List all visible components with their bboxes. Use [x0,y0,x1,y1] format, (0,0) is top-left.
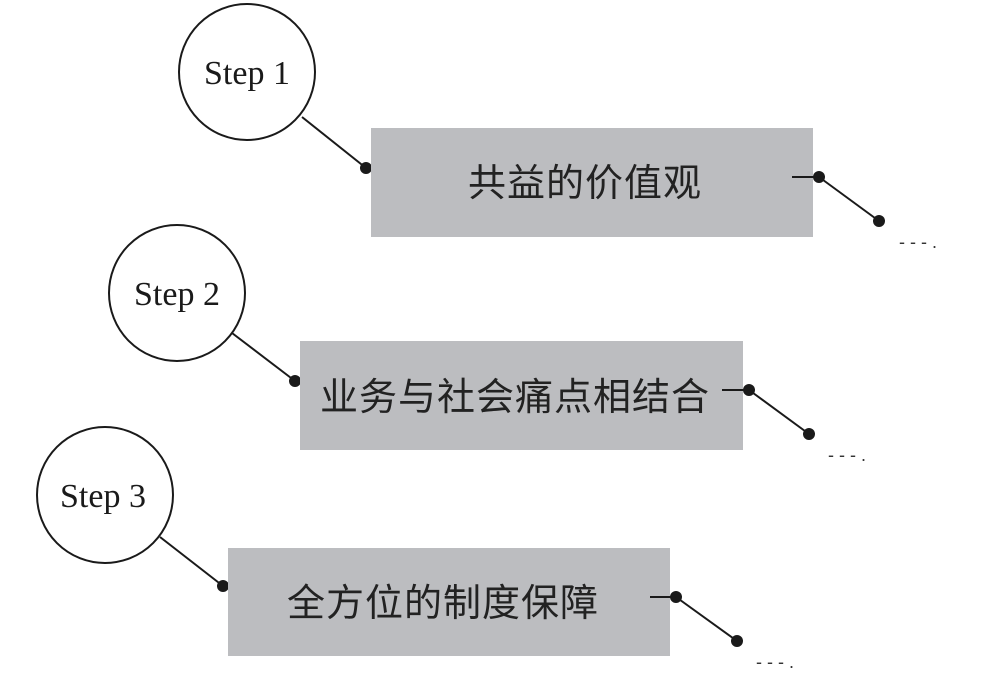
step-3-tail-dot-b [731,635,743,647]
step-2-box [300,341,743,450]
step-3-continuation: - - - . [756,652,794,672]
step-1-box [371,128,813,237]
step-1-connector-dot [360,162,372,174]
step-1-tail-dot-b [873,215,885,227]
step-2-tail-dot-b [803,428,815,440]
step-2-continuation: - - - . [828,445,866,465]
step-1-label: Step 1 [204,55,290,92]
step-2-text: 业务与社会痛点相结合 [320,375,710,419]
step-1-connector [301,116,367,169]
step-2-label: Step 2 [134,276,220,313]
step-1-tail-line [818,176,880,222]
step-3-group: Step 3 全方位的制度保障 - - - . [36,426,794,672]
step-3-connector [159,536,224,587]
step-3-box [228,548,670,656]
step-3-text: 全方位的制度保障 [287,581,599,625]
step-1-group: Step 1 共益的价值观 - - - . [178,3,937,252]
step-3-connector-dot [217,580,229,592]
step-1-circle [178,3,316,141]
step-1-text: 共益的价值观 [468,161,702,205]
step-2-tail-line [748,389,810,435]
step-3-label: Step 3 [60,478,146,515]
step-3-tail-line [675,596,738,642]
step-2-circle [108,224,246,362]
step-2-group: Step 2 业务与社会痛点相结合 - - - . [108,224,866,465]
step-2-connector [231,332,296,382]
step-3-circle [36,426,174,564]
step-2-connector-dot [289,375,301,387]
step-1-continuation: - - - . [899,232,937,252]
